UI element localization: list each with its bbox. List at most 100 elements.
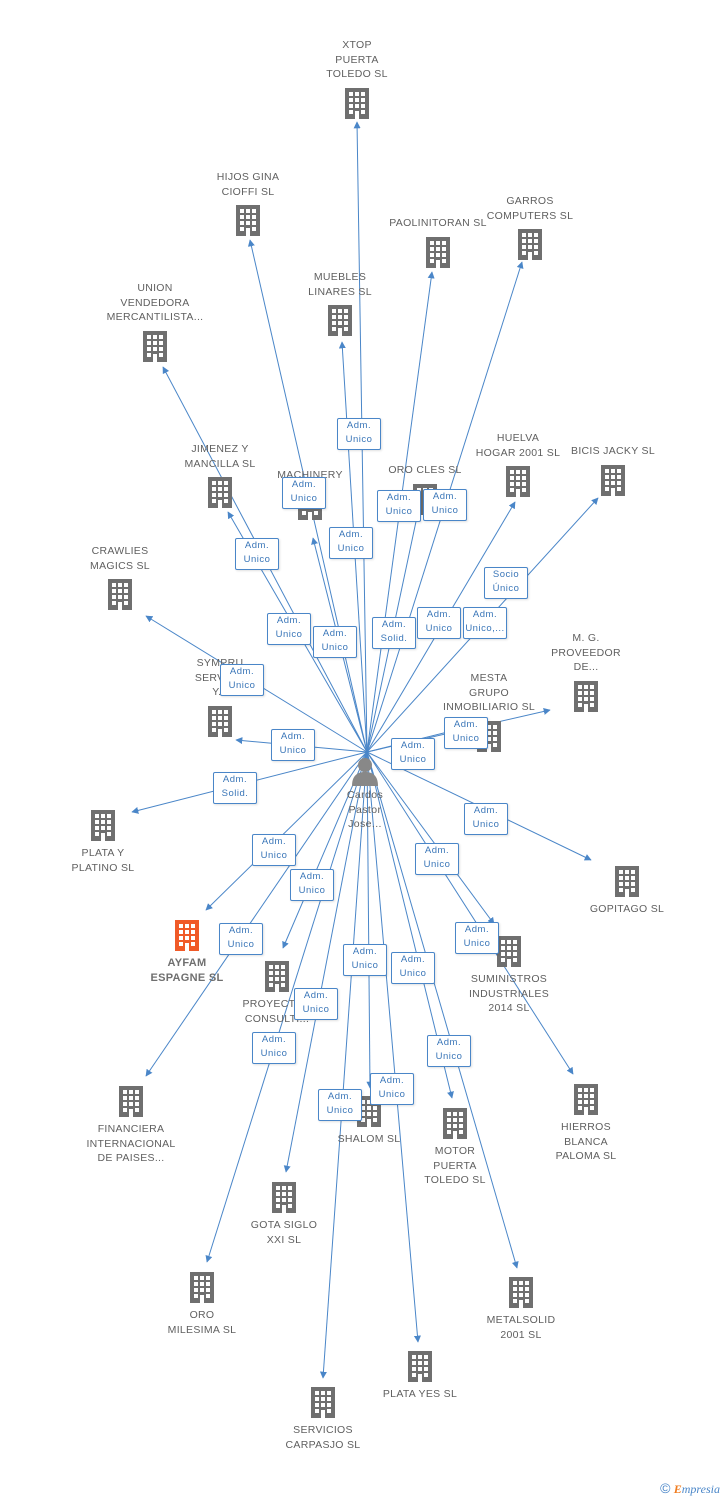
relation-badge[interactable]: Adm. Unico bbox=[391, 738, 435, 770]
company-node-huelva-hogar[interactable]: HUELVA HOGAR 2001 SL bbox=[443, 431, 593, 500]
building-icon bbox=[502, 464, 534, 498]
relation-badge[interactable]: Adm. Unico bbox=[271, 729, 315, 761]
company-node-mg-proveedor[interactable]: M. G. PROVEEDOR DE... bbox=[511, 631, 661, 715]
company-node-garros[interactable]: GARROS COMPUTERS SL bbox=[455, 194, 605, 263]
company-node-suministros[interactable]: SUMINISTROS INDUSTRIALES 2014 SL bbox=[434, 934, 584, 1018]
company-node-jimenez[interactable]: JIMENEZ Y MANCILLA SL bbox=[145, 442, 295, 511]
edge-ayfam bbox=[205, 751, 368, 911]
relation-badge[interactable]: Adm. Unico bbox=[415, 843, 459, 875]
relation-badge[interactable]: Adm. Unico bbox=[252, 1032, 296, 1064]
relation-badge[interactable]: Adm. Unico bbox=[329, 527, 373, 559]
company-node-oro-milesima[interactable]: ORO MILESIMA SL bbox=[127, 1270, 277, 1339]
company-label: PAOLINITORAN SL bbox=[389, 217, 487, 229]
edge-plata-yes bbox=[366, 751, 421, 1343]
edge-hierros bbox=[366, 751, 574, 1075]
center-person-node[interactable]: Cardos Pastor Jose... bbox=[320, 756, 410, 832]
relation-badge[interactable]: Adm. Unico bbox=[290, 869, 334, 901]
relation-badge[interactable]: Adm. Unico bbox=[391, 952, 435, 984]
company-node-plata-yes[interactable]: PLATA YES SL bbox=[345, 1349, 495, 1404]
footer-brand: © Empresia bbox=[660, 1480, 720, 1497]
company-node-financiera[interactable]: FINANCIERA INTERNACIONAL DE PAISES... bbox=[56, 1084, 206, 1168]
company-node-plata-platino[interactable]: PLATA Y PLATINO SL bbox=[28, 808, 178, 877]
relation-badge[interactable]: Adm. Unico bbox=[427, 1035, 471, 1067]
company-label: ORO MILESIMA SL bbox=[167, 1309, 237, 1336]
company-label: AYFAM ESPAGNE SL bbox=[150, 957, 224, 984]
relation-badge[interactable]: Adm. Unico bbox=[318, 1089, 362, 1121]
brand-logo: Empresia bbox=[674, 1482, 720, 1496]
relation-badge[interactable]: Adm. Unico bbox=[294, 988, 338, 1020]
building-icon bbox=[422, 235, 454, 269]
building-icon bbox=[261, 959, 293, 993]
company-node-bicis-jacky[interactable]: BICIS JACKY SL bbox=[538, 444, 688, 499]
relation-badge[interactable]: Adm. Unico bbox=[444, 717, 488, 749]
company-label: GOTA SIGLO XXI SL bbox=[250, 1219, 318, 1246]
person-icon bbox=[352, 758, 378, 786]
relation-badge[interactable]: Adm. Unico bbox=[370, 1073, 414, 1105]
building-icon bbox=[87, 808, 119, 842]
building-icon bbox=[597, 463, 629, 497]
building-icon bbox=[268, 1180, 300, 1214]
relation-badge[interactable]: Adm. Unico bbox=[219, 923, 263, 955]
company-node-paolinitoran[interactable]: PAOLINITORAN SL bbox=[363, 216, 513, 271]
edge-oro-milesima bbox=[205, 751, 368, 1263]
company-node-gota-siglo[interactable]: GOTA SIGLO XXI SL bbox=[209, 1180, 359, 1249]
company-label: PLATA YES SL bbox=[382, 1388, 458, 1400]
company-label: MOTOR PUERTA TOLEDO SL bbox=[424, 1145, 486, 1186]
company-label: GARROS COMPUTERS SL bbox=[486, 195, 574, 222]
relation-badge[interactable]: Adm. Solid. bbox=[372, 617, 416, 649]
company-node-union-vendedora[interactable]: UNION VENDEDORA MERCANTILISTA... bbox=[80, 281, 230, 365]
edge-servicios-carpasjo bbox=[319, 751, 368, 1379]
building-icon bbox=[570, 1082, 602, 1116]
company-node-gopitago[interactable]: GOPITAGO SL bbox=[552, 864, 702, 919]
relation-badge[interactable]: Adm. Unico bbox=[377, 490, 421, 522]
relation-badge[interactable]: Adm. Unico,... bbox=[463, 607, 507, 639]
building-icon bbox=[404, 1349, 436, 1383]
relation-badge[interactable]: Adm. Unico bbox=[337, 418, 381, 450]
company-label: HIERROS BLANCA PALOMA SL bbox=[555, 1121, 617, 1162]
building-icon bbox=[439, 1106, 471, 1140]
relation-badge[interactable]: Adm. Unico bbox=[423, 489, 467, 521]
company-node-xtop[interactable]: XTOP PUERTA TOLEDO SL bbox=[282, 38, 432, 122]
company-node-mesta[interactable]: MESTA GRUPO INMOBILIARIO SL bbox=[414, 671, 564, 755]
company-node-hierros[interactable]: HIERROS BLANCA PALOMA SL bbox=[511, 1082, 661, 1166]
relation-badge[interactable]: Adm. Unico bbox=[464, 803, 508, 835]
building-icon bbox=[514, 227, 546, 261]
company-node-crawlies[interactable]: CRAWLIES MAGICS SL bbox=[45, 544, 195, 613]
relation-badge[interactable]: Adm. Unico bbox=[252, 834, 296, 866]
relation-badge[interactable]: Adm. Unico bbox=[235, 538, 279, 570]
relation-badge[interactable]: Adm. Unico bbox=[282, 477, 326, 509]
company-node-servicios-carpasjo[interactable]: SERVICIOS CARPASJO SL bbox=[248, 1385, 398, 1454]
company-label: CRAWLIES MAGICS SL bbox=[90, 545, 150, 572]
company-label: SHALOM SL bbox=[337, 1133, 401, 1145]
company-node-motor-puerta[interactable]: MOTOR PUERTA TOLEDO SL bbox=[380, 1106, 530, 1190]
building-icon bbox=[341, 86, 373, 120]
relation-badge[interactable]: Adm. Solid. bbox=[213, 772, 257, 804]
center-person-label: Cardos Pastor Jose... bbox=[346, 789, 384, 830]
relation-badge[interactable]: Adm. Unico bbox=[343, 944, 387, 976]
company-node-hijos-gina[interactable]: HIJOS GINA CIOFFI SL bbox=[173, 170, 323, 239]
building-icon bbox=[186, 1270, 218, 1304]
company-label: PLATA Y PLATINO SL bbox=[71, 847, 135, 874]
building-icon bbox=[324, 303, 356, 337]
company-label: HUELVA HOGAR 2001 SL bbox=[475, 432, 561, 459]
building-icon bbox=[505, 1275, 537, 1309]
copyright-icon: © bbox=[660, 1480, 671, 1496]
brand-rest: mpresia bbox=[681, 1482, 720, 1496]
building-icon bbox=[204, 704, 236, 738]
edge-financiera bbox=[145, 751, 368, 1077]
relation-badge[interactable]: Adm. Unico bbox=[455, 922, 499, 954]
company-label: XTOP PUERTA TOLEDO SL bbox=[326, 39, 388, 80]
building-icon bbox=[115, 1084, 147, 1118]
relation-badge[interactable]: Adm. Unico bbox=[417, 607, 461, 639]
relation-badge[interactable]: Adm. Unico bbox=[313, 626, 357, 658]
relation-badge[interactable]: Adm. Unico bbox=[267, 613, 311, 645]
building-icon bbox=[204, 475, 236, 509]
company-label: ORO CLES SL bbox=[388, 464, 462, 476]
company-label: SUMINISTROS INDUSTRIALES 2014 SL bbox=[468, 973, 550, 1014]
company-node-muebles-linares[interactable]: MUEBLES LINARES SL bbox=[265, 270, 415, 339]
relation-badge[interactable]: Socio Único bbox=[484, 567, 528, 599]
company-node-metalsolid[interactable]: METALSOLID 2001 SL bbox=[446, 1275, 596, 1344]
relation-badge[interactable]: Adm. Unico bbox=[220, 664, 264, 696]
company-label: BICIS JACKY SL bbox=[571, 445, 655, 457]
company-node-ayfam[interactable]: AYFAM ESPAGNE SL bbox=[112, 918, 262, 987]
